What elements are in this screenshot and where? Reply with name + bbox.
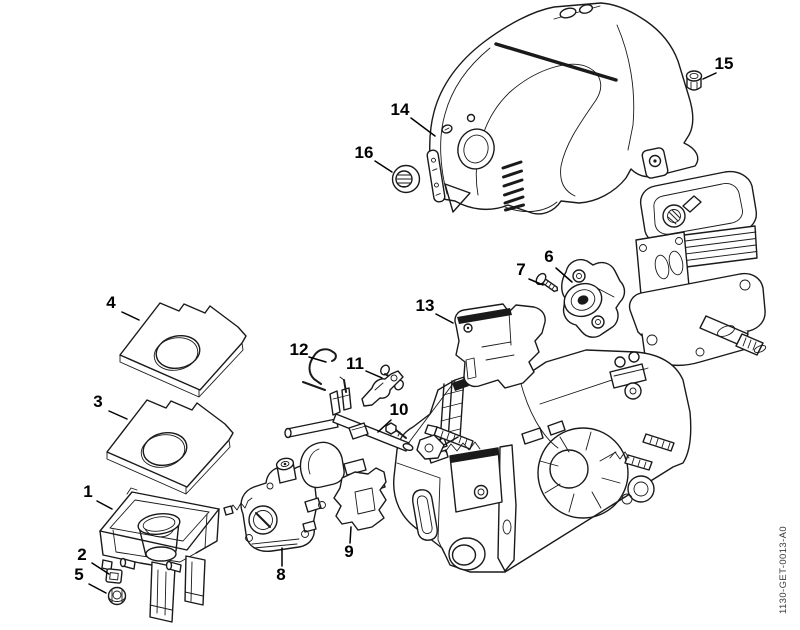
- ignition-boss: [609, 351, 647, 400]
- collar-nut-part: [107, 586, 127, 606]
- callout-1: 1: [83, 482, 113, 510]
- part-number-label: 9: [344, 542, 353, 561]
- crankshaft-stub: [699, 315, 767, 356]
- part-number-label: 5: [74, 565, 83, 584]
- part-number-label: 12: [290, 340, 309, 359]
- flywheel-recess: [537, 427, 629, 519]
- callout-7: 7: [516, 260, 544, 286]
- part-number-label: 6: [544, 247, 553, 266]
- part-number-label: 2: [77, 545, 86, 564]
- housing-leg-front: [149, 561, 176, 623]
- callout-5: 5: [74, 565, 107, 594]
- callout-4: 4: [106, 293, 140, 321]
- front-brace: [497, 444, 517, 572]
- part-number-label: 10: [390, 400, 409, 419]
- callout-2: 2: [77, 545, 110, 575]
- screw-part-15: [685, 70, 703, 91]
- shroud-top-latch: [553, 4, 601, 20]
- callout-15: 15: [702, 54, 734, 80]
- bar-studs: [609, 433, 675, 471]
- bracket-part: [299, 441, 387, 531]
- callout-11: 11: [346, 354, 383, 379]
- callout-9: 9: [344, 526, 354, 561]
- filter-plate-lower-part: [106, 399, 234, 495]
- handle-slot: [412, 489, 438, 541]
- flange-screw-part: [535, 272, 559, 293]
- choke-rod-part: [302, 348, 337, 391]
- part-number-label: 16: [355, 143, 374, 162]
- callout-16: 16: [355, 143, 393, 173]
- part-number-label: 8: [276, 565, 285, 584]
- spark-plug: [662, 195, 702, 228]
- shroud-side-boss: [641, 147, 669, 179]
- part-number-label: 4: [106, 293, 116, 312]
- carb-mount-plate: [449, 447, 503, 513]
- part-number-label: 7: [516, 260, 525, 279]
- shroud-cap-hole: [457, 128, 495, 170]
- idle-screw-disc: [248, 505, 278, 535]
- shroud-vent-grille: [501, 160, 525, 212]
- filter-funnel: [137, 512, 181, 562]
- part-number-label: 15: [715, 54, 734, 73]
- filter-housing-part: [99, 487, 220, 623]
- choke-lever-part: [361, 370, 404, 407]
- callout-12: 12: [290, 340, 327, 363]
- callout-6: 6: [544, 247, 573, 283]
- document-code: 1130-GET-0013-A0: [778, 526, 789, 614]
- bell-crank-lever: [416, 434, 459, 460]
- carb-pump-tower: [275, 457, 297, 484]
- clutch-boss: [621, 475, 655, 505]
- part-callouts: 1 2 3 4 5 6 7 8: [74, 54, 734, 594]
- callout-8: 8: [276, 547, 286, 584]
- housing-leg-right: [184, 555, 206, 606]
- cylinder-assembly: [628, 170, 767, 367]
- intake-flange-part: [561, 258, 626, 338]
- carburetor-part: [223, 457, 326, 553]
- heat-shield-part: [454, 303, 546, 389]
- filter-plate-upper-part: [119, 302, 247, 398]
- callout-14: 14: [391, 100, 436, 137]
- small-screw: [385, 422, 407, 439]
- part-number-label: 13: [416, 296, 435, 315]
- throttle-shaft-part: [284, 376, 414, 452]
- callout-10: 10: [377, 400, 409, 433]
- square-nut-part: [105, 568, 123, 584]
- part-number-label: 11: [346, 354, 364, 373]
- crankcase: [380, 349, 692, 573]
- choke-slot: [426, 149, 446, 203]
- part-number-label: 1: [83, 482, 92, 501]
- part-number-label: 3: [93, 392, 102, 411]
- shroud-cover-part: [426, 2, 699, 215]
- handle-mount-tube: [448, 537, 486, 571]
- part-number-label: 14: [391, 100, 410, 119]
- callout-3: 3: [93, 392, 128, 420]
- callout-13: 13: [416, 296, 454, 324]
- twist-lock-knob-part: [391, 164, 421, 194]
